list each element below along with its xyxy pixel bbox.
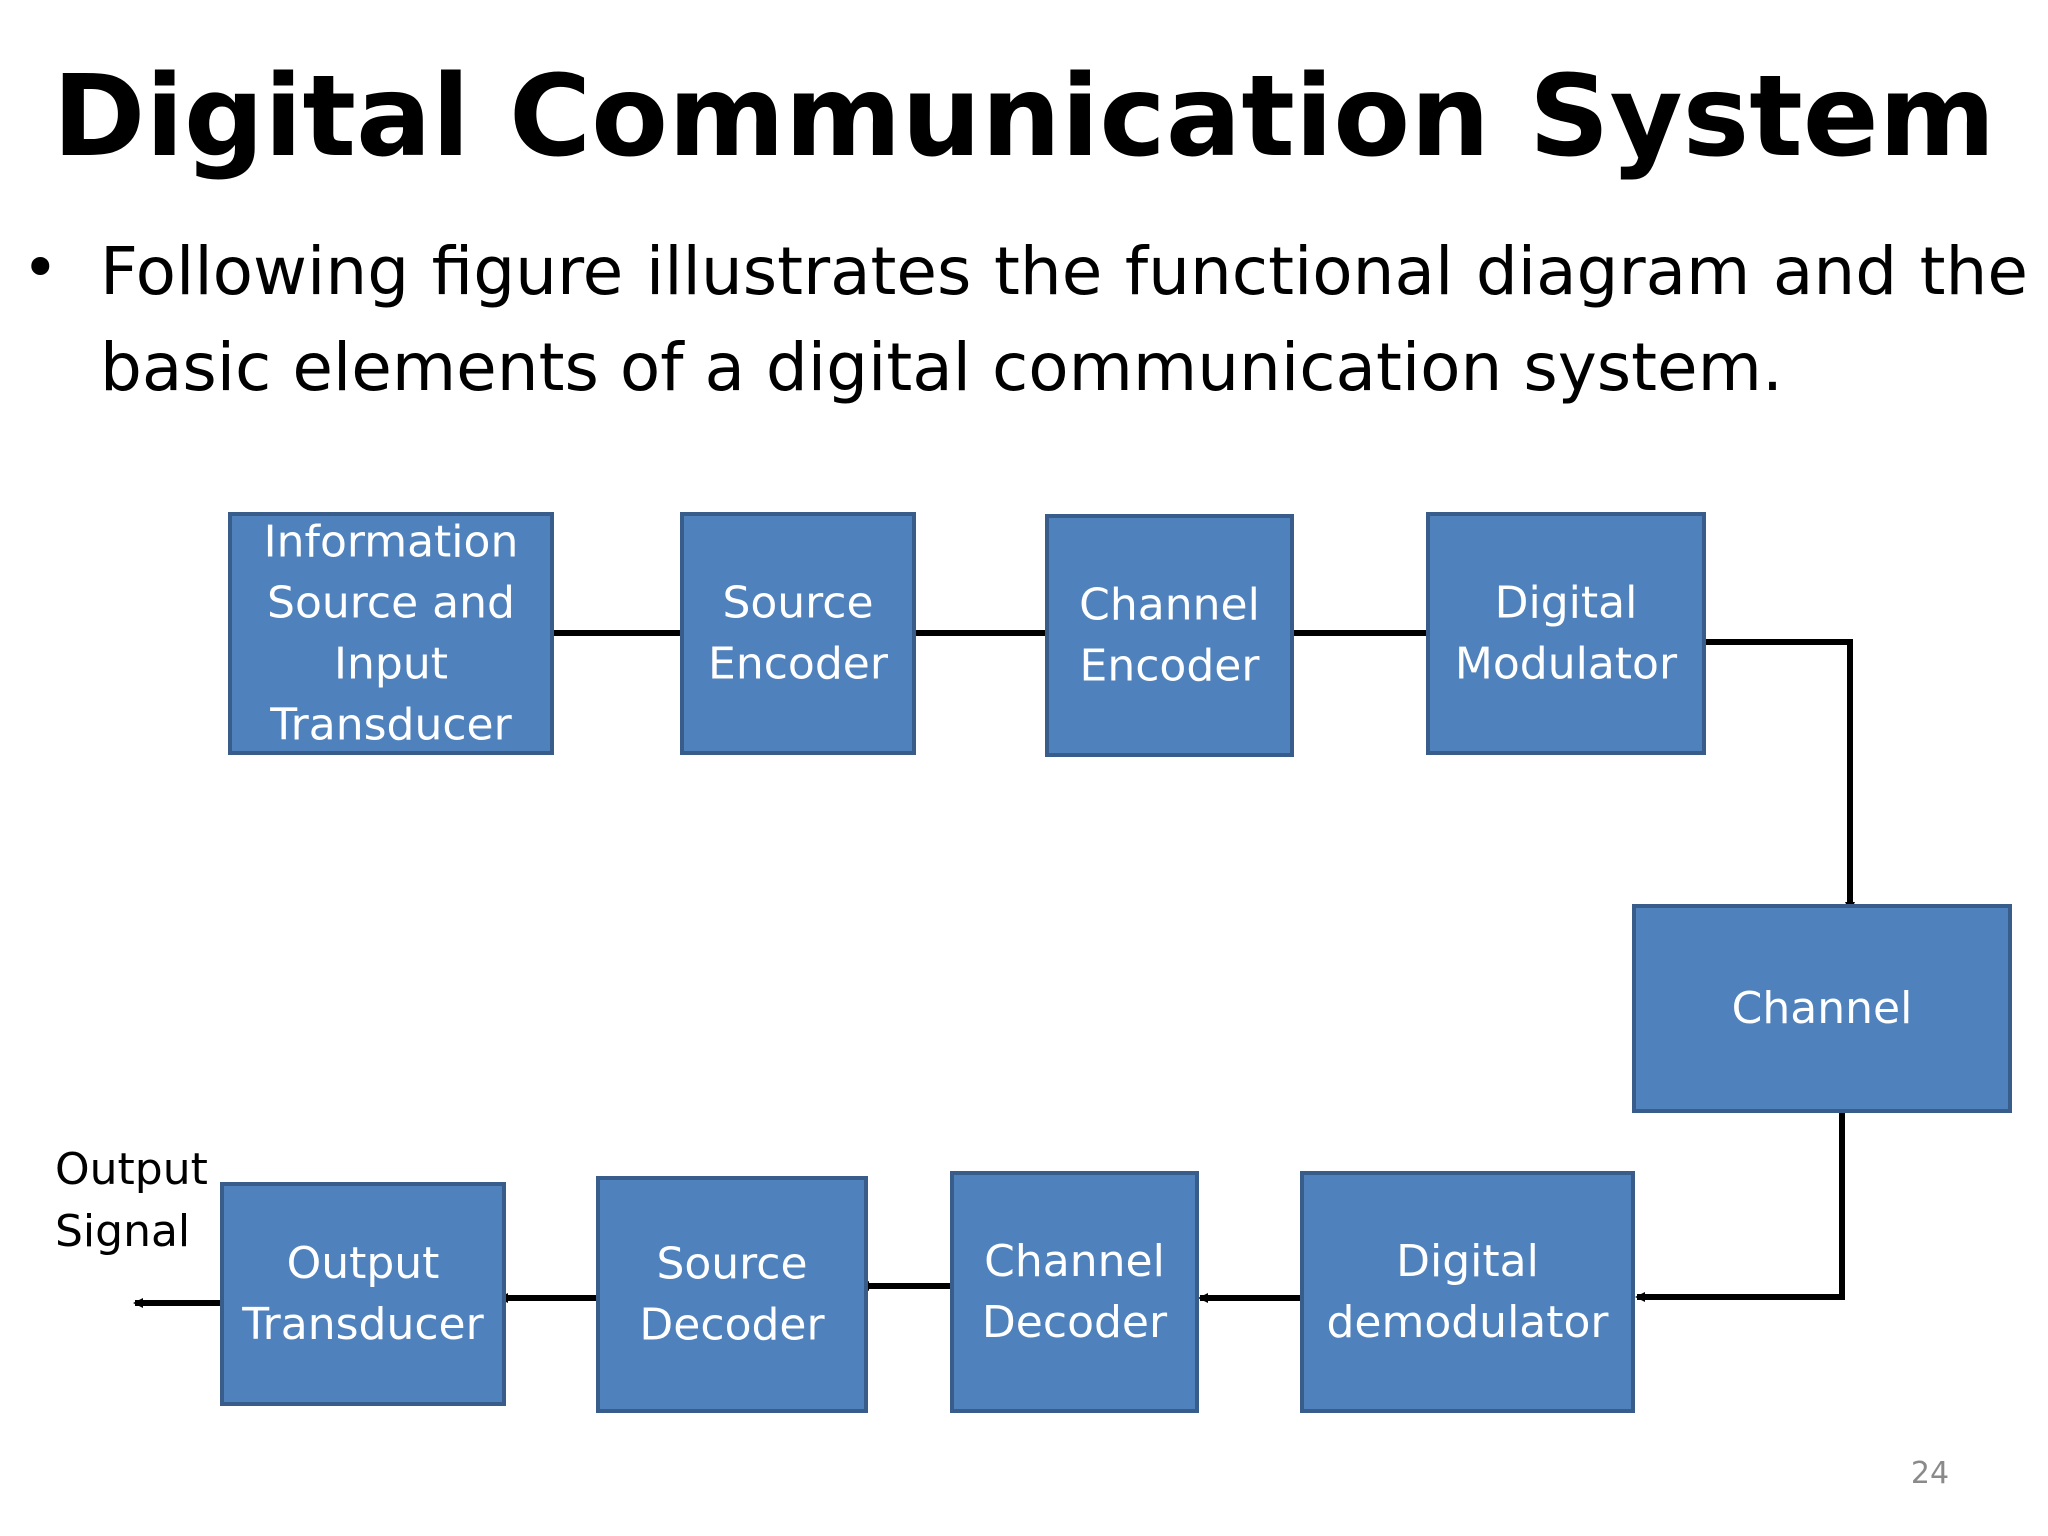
block-rect xyxy=(596,1176,868,1413)
block-rect xyxy=(220,1182,506,1406)
block-label-line: Decoder xyxy=(639,1300,825,1351)
slide-title: Digital Communication System xyxy=(52,52,1996,182)
block-rect xyxy=(680,512,916,755)
block-label-line: Channel xyxy=(1079,580,1260,631)
bullet-marker: • xyxy=(22,231,59,304)
block-label-line: Source xyxy=(656,1239,807,1290)
block-rect xyxy=(1300,1171,1635,1413)
block-label-line: Information xyxy=(264,517,519,568)
block-label-line: Digital xyxy=(1396,1236,1539,1287)
block-label-line: demodulator xyxy=(1326,1297,1609,1348)
output-signal-label: Signal xyxy=(55,1206,190,1257)
block-label-line: Encoder xyxy=(708,639,889,690)
block-rect xyxy=(228,512,554,755)
bullet-text: Following figure illustrates the functio… xyxy=(100,233,2028,406)
arrow-digital-modulator-to-channel xyxy=(1704,639,1855,912)
block-label-line: Output xyxy=(287,1238,440,1289)
block-digital-demodulator: Digital demodulator xyxy=(1300,1171,1635,1413)
block-label-line: Channel xyxy=(1732,983,1913,1034)
block-label-line: Decoder xyxy=(982,1297,1168,1348)
block-label-line: Source xyxy=(722,578,873,629)
block-label-line: Transducer xyxy=(241,1299,484,1350)
block-label-line: Digital xyxy=(1495,578,1638,629)
block-label-line: Source and xyxy=(267,578,515,629)
block-label-line: Transducer xyxy=(269,700,512,751)
block-label-line: Modulator xyxy=(1455,639,1678,690)
block-rect xyxy=(1632,904,2012,1113)
block-rect xyxy=(1045,514,1294,757)
output-signal-label: Output xyxy=(55,1144,208,1195)
connectors xyxy=(133,628,1855,1308)
arrow-channel-to-digital-demodulator xyxy=(1635,1111,1845,1302)
page-number: 24 xyxy=(1910,1456,1950,1491)
block-rect xyxy=(950,1171,1199,1413)
block-label-line: Input xyxy=(334,639,448,690)
block-rect xyxy=(1426,512,1706,755)
block-label-line: Channel xyxy=(984,1236,1165,1287)
block-label-line: Encoder xyxy=(1080,641,1261,692)
block-channel: Channel xyxy=(1632,904,2012,1113)
